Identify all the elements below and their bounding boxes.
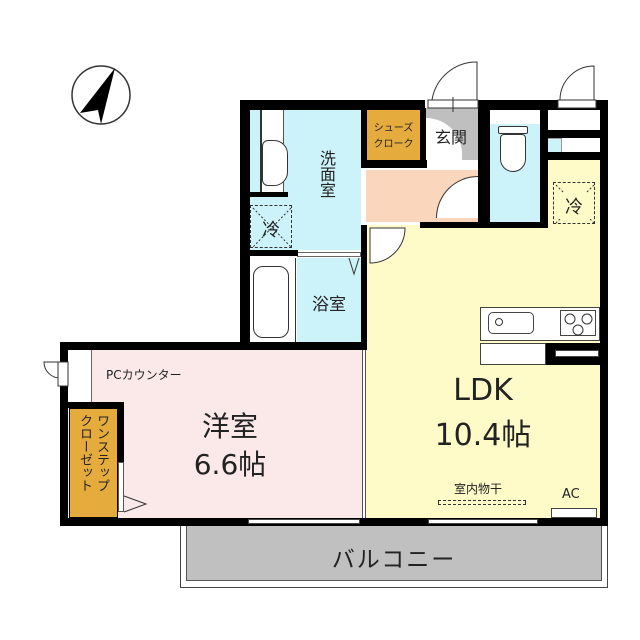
bathtub-icon (253, 266, 289, 338)
washroom-fridge-space: 冷 (250, 205, 292, 248)
fridge-label: 冷 (262, 220, 280, 241)
shoe-closet-label-line2: クローク (373, 139, 414, 150)
ldk-name: LDK (453, 373, 513, 408)
wall-washroom-east (361, 108, 367, 168)
wall-hallway-bottom (420, 222, 548, 228)
faucet-icon (495, 318, 503, 326)
outer-wall-top-right (480, 100, 608, 110)
wall-shoe-closet-right (420, 108, 426, 166)
wall-bath-bottom (248, 342, 367, 350)
sliding-partition[interactable] (362, 350, 366, 518)
bathroom-door[interactable] (297, 252, 361, 257)
wall-entrance-right (478, 100, 490, 228)
closet-door[interactable] (118, 462, 124, 512)
washroom-label: 洗面室 (317, 150, 336, 198)
wall-storage-2 (548, 152, 600, 160)
wall-storage (548, 130, 600, 138)
storage-box-mid (570, 138, 600, 152)
wall-bath-top (248, 250, 298, 256)
pc-counter-label: PCカウンター (106, 368, 182, 382)
balcony-label: バルコニー (331, 547, 457, 573)
window-ldk[interactable] (428, 519, 538, 524)
wall-toilet-right (540, 110, 548, 228)
closet-label-line2: クローゼット (77, 414, 92, 492)
toilet-bowl-icon (500, 134, 526, 172)
stove-icon (560, 310, 596, 336)
outer-wall-west-top (60, 342, 248, 350)
wall-bath-east (361, 225, 367, 345)
western-room-name: 洋室 (201, 410, 258, 443)
bathroom-label: 浴室 (312, 295, 346, 315)
indoor-drying-label: 室内物干 (453, 482, 502, 496)
bathroom: 浴室 (297, 258, 361, 342)
wall-closet-top (60, 402, 124, 408)
ldk-room (366, 225, 600, 520)
outer-wall-top (240, 100, 425, 110)
ac-unit (551, 508, 597, 518)
outer-wall-right (600, 100, 608, 525)
kitchen-shelf (555, 350, 599, 357)
ldk-fridge-space: 冷 (553, 182, 595, 224)
ac-label: AC (562, 487, 580, 502)
shoe-closet: シューズ クローク (367, 110, 420, 160)
entrance-label: 玄関 (435, 128, 468, 147)
window-western[interactable] (248, 519, 360, 524)
outer-wall-west (60, 342, 68, 525)
toilet-tank (498, 126, 528, 134)
fridge-label-ldk: 冷 (554, 193, 594, 219)
one-step-closet: ワンステップ クローゼット (69, 408, 118, 518)
sink-icon (262, 140, 288, 186)
balcony: バルコニー (186, 525, 602, 581)
outer-wall-top-left (240, 100, 250, 350)
kitchen-sink-icon (488, 312, 534, 334)
wall-closet-right (118, 402, 124, 462)
ldk-size: 10.4帖 (434, 418, 532, 453)
closet-label-line1: ワンステップ (94, 414, 109, 492)
wall-shoe-closet-bottom (367, 160, 427, 168)
western-room-size: 6.6帖 (193, 448, 267, 481)
wall-washroom-fridge (248, 192, 288, 197)
indoor-drying-rail (438, 500, 526, 505)
storage-box-top (550, 112, 600, 132)
kitchen-backboard (480, 343, 546, 365)
pc-counter-area (68, 350, 92, 402)
shoe-closet-label-line1: シューズ (373, 123, 414, 134)
